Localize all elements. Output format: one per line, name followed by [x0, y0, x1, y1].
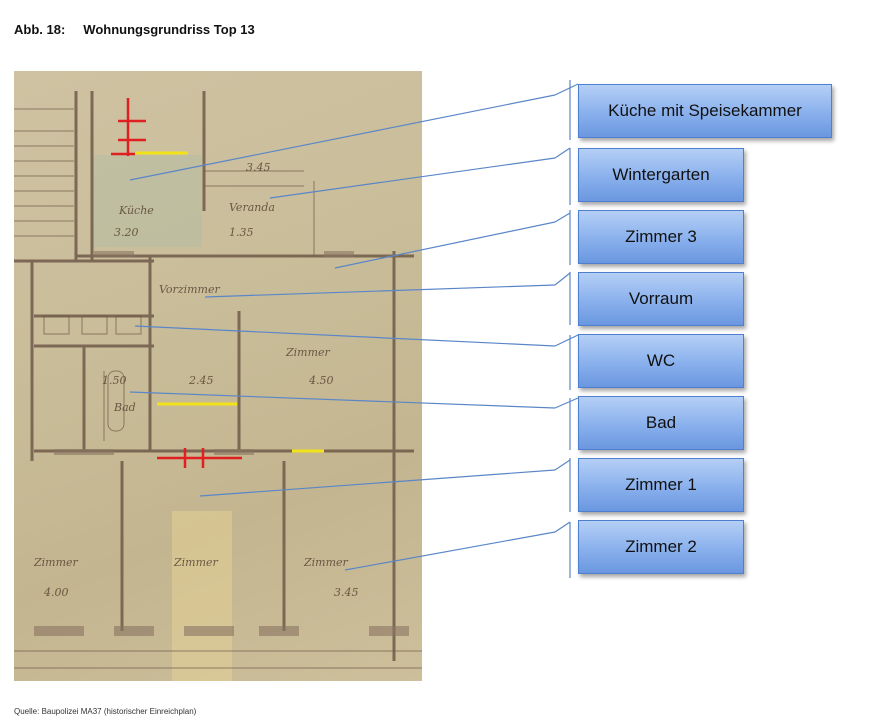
label-zimmer-2: Zimmer 2 [578, 520, 744, 574]
plan-dim-7: 3.45 [334, 586, 359, 599]
figure-title: Wohnungsgrundriss Top 13 [83, 22, 255, 37]
plan-dim-8: 1.35 [229, 226, 254, 239]
floor-plan-image: Küche Veranda Vorzimmer Zimmer Bad Zimme… [14, 71, 422, 681]
figure-caption: Abb. 18: Wohnungsgrundriss Top 13 [14, 22, 255, 37]
label-kueche-mit-speisekammer: Küche mit Speisekammer [578, 84, 832, 138]
plan-dim-4: 4.50 [308, 374, 334, 387]
plan-dim-6: 4.00 [43, 586, 69, 599]
plan-text-zimmer-a: Zimmer [285, 346, 331, 359]
figure-number: Abb. 18: [14, 22, 66, 37]
label-wintergarten: Wintergarten [578, 148, 744, 202]
plan-text-zimmer-d: Zimmer [303, 556, 349, 569]
floor-plan-drawing: Küche Veranda Vorzimmer Zimmer Bad Zimme… [14, 91, 422, 669]
plan-dim-2: 3.20 [114, 226, 139, 239]
plan-dim-5: 1.50 [102, 374, 127, 387]
plan-text-kueche: Küche [118, 204, 154, 217]
plan-text-bad: Bad [113, 401, 136, 414]
plan-dim-1: 3.45 [246, 161, 271, 174]
label-bad: Bad [578, 396, 744, 450]
label-vorraum: Vorraum [578, 272, 744, 326]
plan-dim-3: 2.45 [188, 374, 214, 387]
plan-text-zimmer-c: Zimmer [173, 556, 219, 569]
label-wc: WC [578, 334, 744, 388]
label-zimmer-1: Zimmer 1 [578, 458, 744, 512]
plan-text-veranda: Veranda [229, 201, 275, 214]
plan-tint-light [172, 511, 232, 681]
plan-text-zimmer-b: Zimmer [33, 556, 79, 569]
source-note: Quelle: Baupolizei MA37 (historischer Ei… [14, 707, 197, 716]
label-zimmer-3: Zimmer 3 [578, 210, 744, 264]
plan-text-vorzimmer: Vorzimmer [159, 283, 220, 296]
